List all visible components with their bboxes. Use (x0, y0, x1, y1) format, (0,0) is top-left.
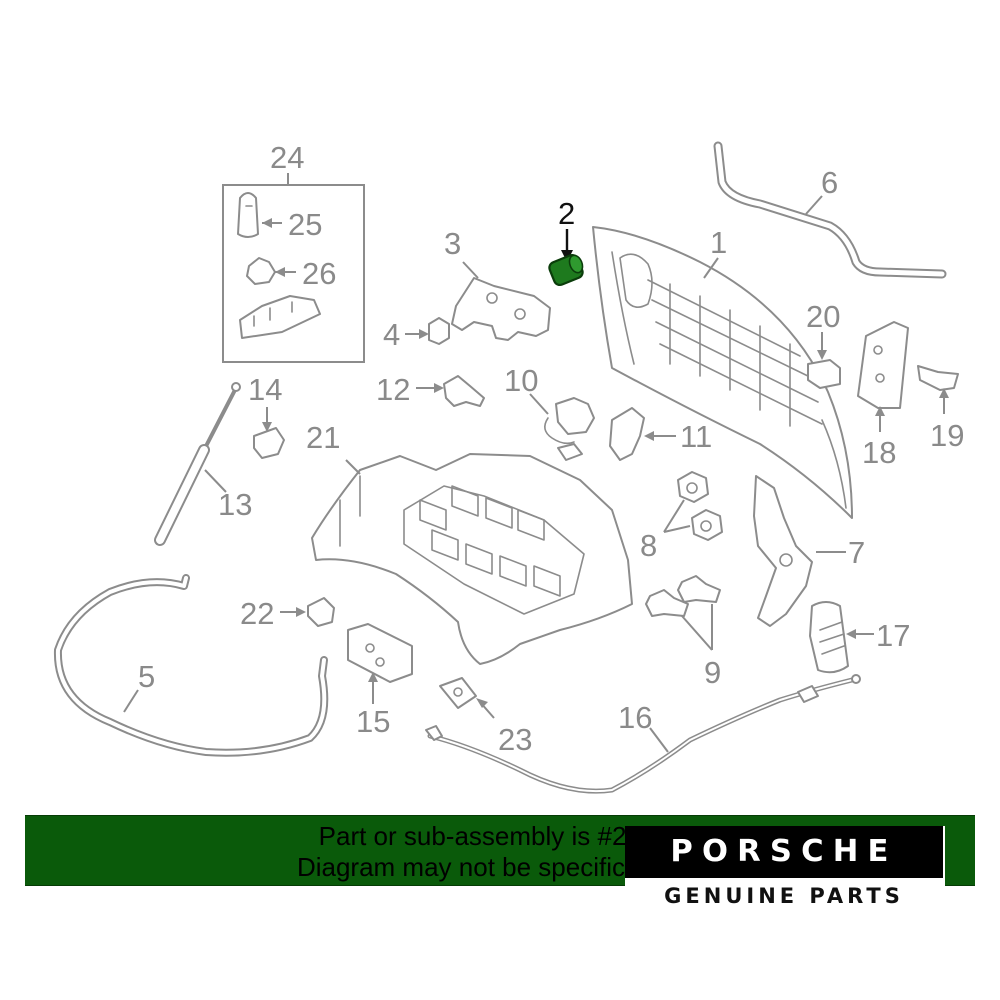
callout-7: 7 (848, 535, 865, 570)
callout-22: 22 (240, 596, 274, 631)
plug-14 (253, 407, 285, 459)
hood-seal-rod-6 (713, 141, 947, 279)
banner-line-part-number: Part or sub-assembly is #2 in di (318, 821, 682, 851)
callout-12: 12 (376, 372, 410, 407)
pin-12 (416, 375, 485, 407)
genuine-parts-tagline: GENUINE PARTS (664, 884, 904, 908)
hood-latch-3 (451, 261, 551, 341)
gas-strut-13 (154, 382, 241, 546)
callout-21: 21 (306, 420, 340, 455)
callout-17: 17 (876, 618, 910, 653)
callout-6: 6 (821, 165, 838, 200)
insulation-pad-21 (311, 453, 633, 665)
bolts-9 (645, 575, 721, 651)
wordmark-box: PORSCHE (625, 826, 943, 878)
callout-16: 16 (618, 700, 652, 735)
nuts-8 (663, 471, 723, 541)
callout-18: 18 (862, 435, 896, 470)
porsche-genuine-parts-logo: PORSCHE GENUINE PARTS (625, 826, 945, 910)
clip-4 (405, 317, 450, 345)
callout-19: 19 (930, 418, 964, 453)
bracket-15 (347, 623, 413, 704)
callout-26: 26 (302, 256, 336, 291)
callout-8: 8 (640, 528, 657, 563)
kit-box-24 (222, 173, 365, 363)
clip-22 (280, 597, 335, 627)
callout-1: 1 (710, 225, 727, 260)
callout-9: 9 (704, 655, 721, 690)
callout-23: 23 (498, 722, 532, 757)
bracket-11 (609, 407, 676, 461)
callout-4: 4 (383, 317, 400, 352)
screw-19 (917, 365, 959, 414)
callout-25: 25 (288, 207, 322, 242)
callout-15: 15 (356, 704, 390, 739)
plate-18 (857, 321, 909, 432)
pad-17 (809, 601, 874, 674)
callout-14: 14 (248, 372, 282, 407)
connector-20 (807, 332, 841, 389)
callout-24: 24 (270, 140, 304, 175)
sensor-10 (529, 393, 595, 461)
callout-20: 20 (806, 299, 840, 334)
porsche-wordmark: PORSCHE (670, 834, 898, 869)
callout-5: 5 (138, 659, 155, 694)
hinge-7 (753, 475, 846, 627)
callout-3: 3 (444, 226, 461, 261)
callout-labels: 24 25 26 6 2 1 3 4 20 12 10 14 11 19 18 … (138, 140, 964, 757)
callout-11: 11 (680, 419, 712, 454)
callout-13: 13 (218, 487, 252, 522)
nut-plate-23 (439, 677, 495, 719)
hood-seal-5 (53, 574, 329, 757)
highlighted-part-2 (548, 229, 584, 287)
hood-panel-1 (592, 226, 853, 519)
release-cable-16 (425, 674, 861, 794)
callout-2-highlighted: 2 (558, 196, 575, 231)
callout-10: 10 (504, 363, 538, 398)
